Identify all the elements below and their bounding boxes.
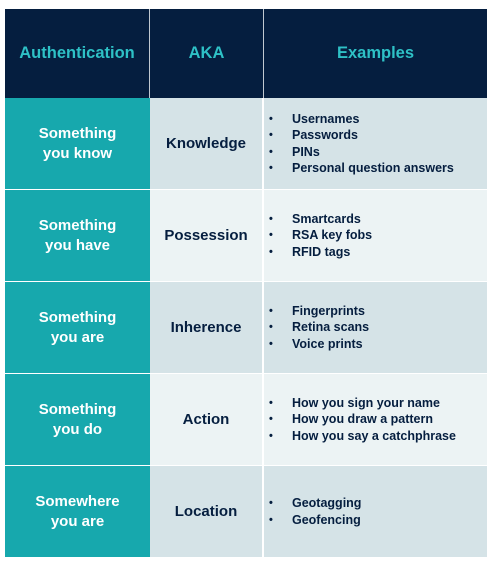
examples-cell: • Geotagging • Geofencing bbox=[264, 466, 487, 557]
example-text: How you draw a pattern bbox=[292, 412, 433, 427]
bullet-icon: • bbox=[269, 245, 273, 258]
examples-list: • Fingerprints • Retina scans • Voice prints bbox=[267, 303, 369, 353]
factor-line-1: Something bbox=[38, 216, 117, 234]
example-text: Voice prints bbox=[292, 336, 363, 351]
examples-list: • How you sign your name • How you draw a p… bbox=[267, 395, 456, 445]
example-text: PINs bbox=[292, 144, 320, 159]
factor-label: Somewhere you are bbox=[35, 492, 119, 532]
bullet-icon: • bbox=[269, 396, 273, 409]
aka-cell: Possession bbox=[150, 190, 264, 281]
list-item: • Geotagging bbox=[267, 495, 361, 512]
list-item: • Smartcards bbox=[267, 211, 372, 228]
examples-cell: • Fingerprints • Retina scans • Voice prints bbox=[264, 282, 487, 373]
bullet-icon: • bbox=[269, 304, 273, 317]
list-item: • Fingerprints bbox=[267, 303, 369, 320]
example-text: Usernames bbox=[292, 111, 360, 126]
factor-label: Something you do bbox=[39, 400, 117, 440]
list-item: • Passwords bbox=[267, 127, 454, 144]
example-text: How you sign your name bbox=[292, 395, 440, 410]
factor-cell: Something you know bbox=[5, 98, 150, 189]
table-row: Something you do Action • How you sign your … bbox=[5, 373, 487, 465]
table-row: Something you know Knowledge • Usernames • Pas… bbox=[5, 98, 487, 189]
header-authentication: Authentication bbox=[5, 9, 150, 98]
example-text: RSA key fobs bbox=[292, 228, 373, 243]
bullet-icon: • bbox=[269, 145, 273, 158]
factor-line-1: Something bbox=[38, 124, 117, 142]
list-item: • RFID tags bbox=[267, 244, 372, 261]
table-row: Somewhere you are Location • Geotagging • Geof… bbox=[5, 465, 487, 557]
table-header-row: Authentication AKA Examples bbox=[5, 9, 487, 98]
factor-label: Something you know bbox=[39, 124, 117, 164]
bullet-icon: • bbox=[269, 337, 273, 350]
example-text: Retina scans bbox=[292, 320, 370, 335]
bullet-icon: • bbox=[269, 321, 273, 334]
factor-line-2: you know bbox=[42, 144, 113, 162]
list-item: • RSA key fobs bbox=[267, 227, 372, 244]
header-examples: Examples bbox=[264, 9, 487, 98]
example-text: Geotagging bbox=[292, 496, 362, 510]
examples-cell: • Smartcards • RSA key fobs • RFID tags bbox=[264, 190, 487, 281]
bullet-icon: • bbox=[269, 212, 273, 225]
aka-cell: Action bbox=[150, 374, 264, 465]
list-item: • Voice prints bbox=[267, 336, 369, 353]
factor-cell: Something you are bbox=[5, 282, 150, 373]
example-text: Geofencing bbox=[292, 512, 361, 527]
example-text: RFID tags bbox=[292, 244, 351, 259]
aka-cell: Knowledge bbox=[150, 98, 264, 189]
example-text: How you say a catchphrase bbox=[292, 428, 456, 443]
factor-line-1: Something bbox=[38, 400, 117, 418]
factor-label: Something you have bbox=[39, 216, 117, 256]
header-aka: AKA bbox=[150, 9, 264, 98]
list-item: • How you say a catchphrase bbox=[267, 428, 456, 445]
examples-list: • Geotagging • Geofencing bbox=[267, 495, 361, 528]
authentication-factors-table: Authentication AKA Examples Something you… bbox=[5, 9, 487, 557]
factor-cell: Something you have bbox=[5, 190, 150, 281]
examples-list: • Smartcards • RSA key fobs • RFID tags bbox=[267, 211, 372, 261]
bullet-icon: • bbox=[269, 513, 273, 526]
header-examples-label: Examples bbox=[336, 44, 415, 62]
list-item: • Geofencing bbox=[267, 512, 361, 529]
aka-cell: Location bbox=[150, 466, 264, 557]
examples-cell: • Usernames • Passwords • PINs • Personal quest… bbox=[264, 98, 487, 189]
table-row: Something you have Possession • Smartcards • R… bbox=[5, 189, 487, 281]
list-item: • Personal question answers bbox=[267, 160, 454, 177]
example-text: Passwords bbox=[292, 128, 359, 142]
bullet-icon: • bbox=[269, 112, 273, 125]
list-item: • Usernames bbox=[267, 111, 454, 128]
bullet-icon: • bbox=[269, 497, 273, 509]
aka-cell: Inherence bbox=[150, 282, 264, 373]
bullet-icon: • bbox=[269, 413, 273, 426]
list-item: • Retina scans bbox=[267, 319, 369, 336]
bullet-icon: • bbox=[269, 162, 273, 174]
list-item: • How you draw a pattern bbox=[267, 411, 456, 428]
examples-list: • Usernames • Passwords • PINs • Personal quest… bbox=[267, 111, 454, 177]
factor-cell: Somewhere you are bbox=[5, 466, 150, 557]
examples-cell: • How you sign your name • How you draw a p… bbox=[264, 374, 487, 465]
factor-label: Something you are bbox=[39, 308, 117, 348]
table-body: Something you know Knowledge • Usernames • Pas… bbox=[5, 98, 487, 557]
factor-line-2: you do bbox=[52, 420, 103, 438]
list-item: • How you sign your name bbox=[267, 395, 456, 412]
bullet-icon: • bbox=[269, 229, 273, 242]
bullet-icon: • bbox=[269, 429, 273, 442]
example-text: Personal question answers bbox=[292, 161, 454, 175]
factor-cell: Something you do bbox=[5, 374, 150, 465]
bullet-icon: • bbox=[269, 129, 273, 141]
example-text: Fingerprints bbox=[292, 303, 365, 318]
factor-line-1: Somewhere bbox=[35, 492, 120, 510]
factor-line-2: you have bbox=[44, 236, 111, 254]
table-row: Something you are Inherence • Fingerprints • R… bbox=[5, 281, 487, 373]
factor-line-1: Something bbox=[38, 308, 117, 326]
example-text: Smartcards bbox=[292, 211, 361, 226]
factor-line-2: you are bbox=[50, 512, 105, 530]
list-item: • PINs bbox=[267, 144, 454, 161]
factor-line-2: you are bbox=[50, 328, 105, 346]
